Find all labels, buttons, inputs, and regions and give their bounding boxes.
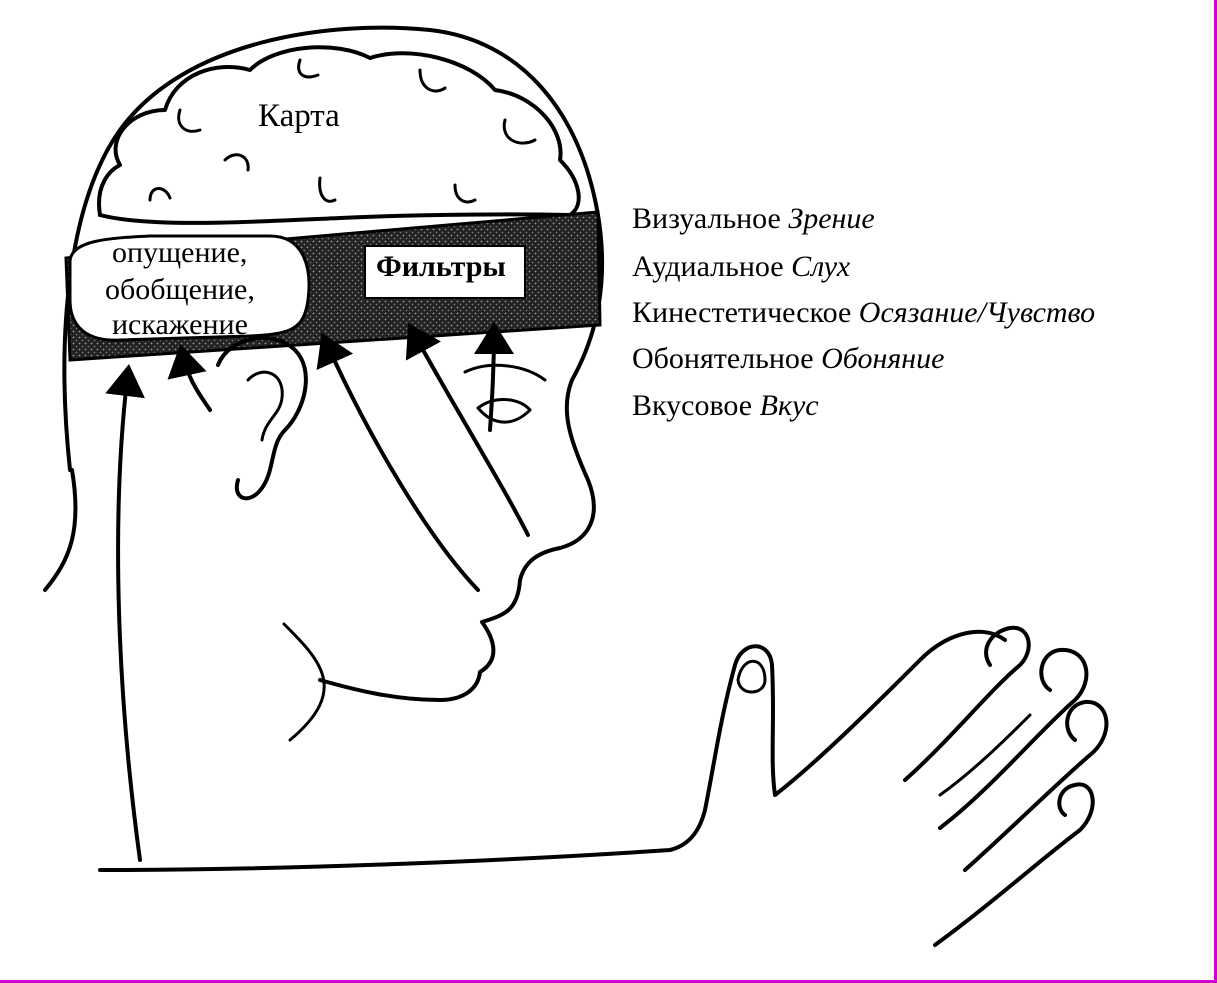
frame-border-bottom bbox=[0, 980, 1217, 983]
filter-box bbox=[364, 245, 526, 299]
sense-type: Кинестетическое bbox=[632, 296, 852, 329]
brain-fold-2 bbox=[297, 58, 320, 79]
sense-name: Слух bbox=[791, 250, 851, 283]
eye bbox=[476, 398, 532, 424]
sense-name: Осязание/Чувство bbox=[858, 296, 1096, 329]
brain-fold-5 bbox=[148, 187, 172, 202]
brain-bottom bbox=[98, 212, 572, 225]
frame-border-right bbox=[1214, 0, 1217, 983]
process-label-distortion: искажение bbox=[112, 308, 248, 341]
sense-name: Зрение bbox=[788, 202, 875, 235]
sense-name: Обоняние bbox=[821, 342, 945, 375]
arrow-from-eye bbox=[473, 322, 514, 432]
ear-inner bbox=[246, 370, 284, 442]
jaw-line bbox=[282, 622, 326, 742]
head-outline bbox=[62, 25, 605, 702]
finger-4 bbox=[933, 782, 1095, 947]
sense-name: Вкус bbox=[759, 389, 819, 422]
process-oval bbox=[68, 234, 311, 342]
hand bbox=[98, 629, 1007, 872]
sense-row-auditory: Аудиальное Слух bbox=[632, 252, 850, 282]
brain-fold-4 bbox=[502, 118, 537, 145]
sense-type: Обонятельное bbox=[632, 342, 814, 375]
arrow-from-ear bbox=[167, 344, 212, 412]
arrow-from-mouth bbox=[405, 322, 530, 537]
sense-type: Аудиальное bbox=[632, 250, 784, 283]
arrow-from-nose bbox=[316, 332, 480, 592]
ear bbox=[216, 336, 308, 501]
brain-fold-7 bbox=[453, 183, 477, 204]
process-label-deletion: опущение, bbox=[112, 236, 248, 269]
brain-fold-3 bbox=[418, 68, 447, 93]
neck-outline bbox=[43, 468, 78, 592]
sense-type: Визуальное bbox=[632, 202, 781, 235]
filter-label: Фильтры bbox=[376, 250, 506, 283]
process-label-generalization: обобщение, bbox=[105, 273, 255, 306]
eyebrow bbox=[463, 363, 547, 382]
sense-type: Вкусовое bbox=[632, 389, 753, 422]
brain-outline bbox=[97, 45, 581, 217]
finger-3 bbox=[963, 699, 1109, 872]
brain-fold-6 bbox=[318, 176, 337, 203]
wrist-line bbox=[938, 713, 1032, 797]
thumb-nail bbox=[736, 659, 767, 694]
arrow-from-hand bbox=[105, 364, 145, 862]
brain-fold-8 bbox=[223, 153, 250, 172]
sense-row-visual: Визуальное Зрение bbox=[632, 204, 875, 234]
sense-row-kinesthetic: Кинестетическое Осязание/Чувство bbox=[632, 298, 1095, 328]
brain-fold-1 bbox=[177, 108, 202, 133]
finger-1 bbox=[903, 625, 1031, 782]
finger-2 bbox=[938, 647, 1089, 830]
map-label: Карта bbox=[258, 98, 340, 134]
sense-row-olfactory: Обонятельное Обоняние bbox=[632, 344, 945, 374]
sense-row-gustatory: Вкусовое Вкус bbox=[632, 391, 819, 421]
